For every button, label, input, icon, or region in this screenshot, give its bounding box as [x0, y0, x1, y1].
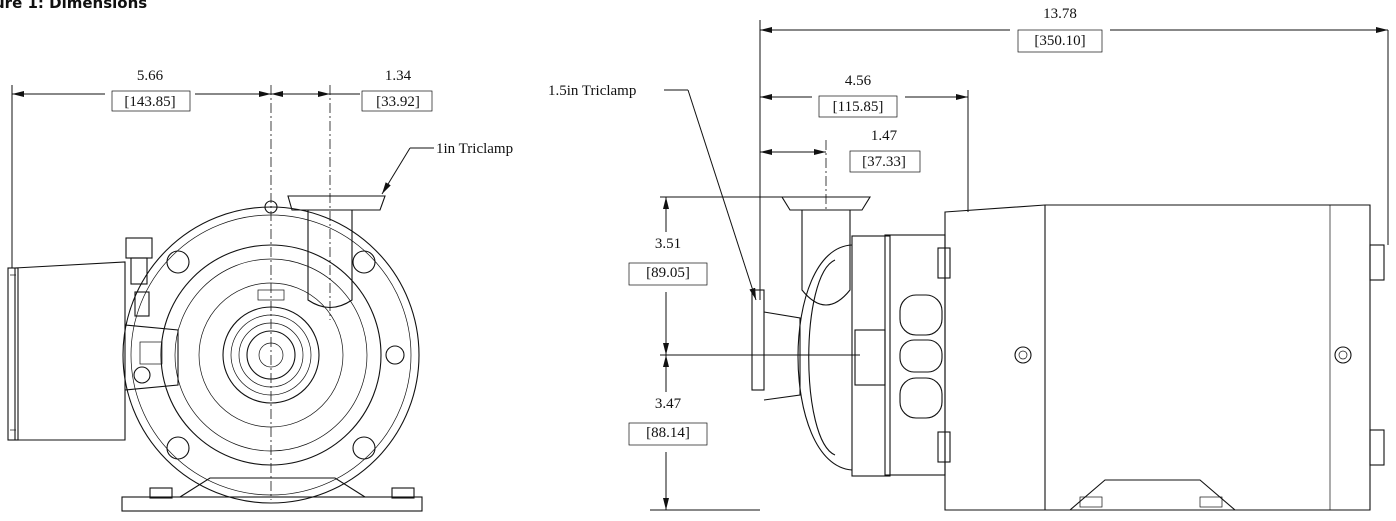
- pumphead-length-inches: 4.56: [845, 73, 872, 89]
- overall-length-inches: 13.78: [1043, 6, 1077, 22]
- front-width-inches: 5.66: [137, 68, 164, 84]
- front-motor-body: [7, 261, 126, 441]
- figure-title: ure 1: Dimensions: [0, 0, 148, 12]
- side-motor: [944, 204, 1385, 511]
- lower-height-mm: [88.14]: [646, 425, 690, 441]
- upper-height-inches: 3.51: [655, 236, 681, 252]
- outlet-offset-dimension: 1.47 [37.33]: [760, 128, 921, 173]
- side-pumphead: [797, 235, 891, 477]
- side-adapter: [884, 234, 951, 476]
- pumphead-length-dimension: 4.56 [115.85]: [760, 73, 968, 118]
- outlet-triclamp-label: 1in Triclamp: [436, 141, 513, 157]
- front-view: 5.66 [143.85] 1.34 [33.92] 1in Triclamp: [7, 68, 513, 512]
- side-view: 13.78 [350.10] 4.56 [115.85] 1.47 [37.33…: [548, 6, 1389, 511]
- upper-height-mm: [89.05]: [646, 265, 690, 281]
- outlet-offset-inches: 1.47: [871, 128, 898, 144]
- front-outlet-dimension: 1.34 [33.92]: [271, 68, 433, 112]
- front-clamp: [124, 237, 405, 391]
- front-outlet: [287, 195, 386, 309]
- overall-length-dimension: 13.78 [350.10]: [760, 6, 1388, 53]
- front-outlet-mm: [33.92]: [376, 94, 420, 110]
- front-width-dimension: 5.66 [143.85]: [12, 68, 271, 112]
- inlet-triclamp-label: 1.5in Triclamp: [548, 83, 636, 99]
- side-inlet: [751, 289, 801, 401]
- pumphead-length-mm: [115.85]: [833, 99, 884, 115]
- lower-height-inches: 3.47: [655, 396, 682, 412]
- outlet-offset-mm: [37.33]: [862, 154, 906, 170]
- inlet-callout: 1.5in Triclamp: [548, 83, 757, 301]
- front-outlet-inches: 1.34: [385, 68, 412, 84]
- side-outlet: [781, 196, 871, 306]
- front-width-mm: [143.85]: [124, 94, 175, 110]
- overall-length-mm: [350.10]: [1034, 33, 1085, 49]
- outlet-callout: 1in Triclamp: [381, 141, 513, 195]
- height-dimensions: 3.51 [89.05] 3.47 [88.14]: [628, 197, 760, 511]
- front-base: [121, 477, 423, 512]
